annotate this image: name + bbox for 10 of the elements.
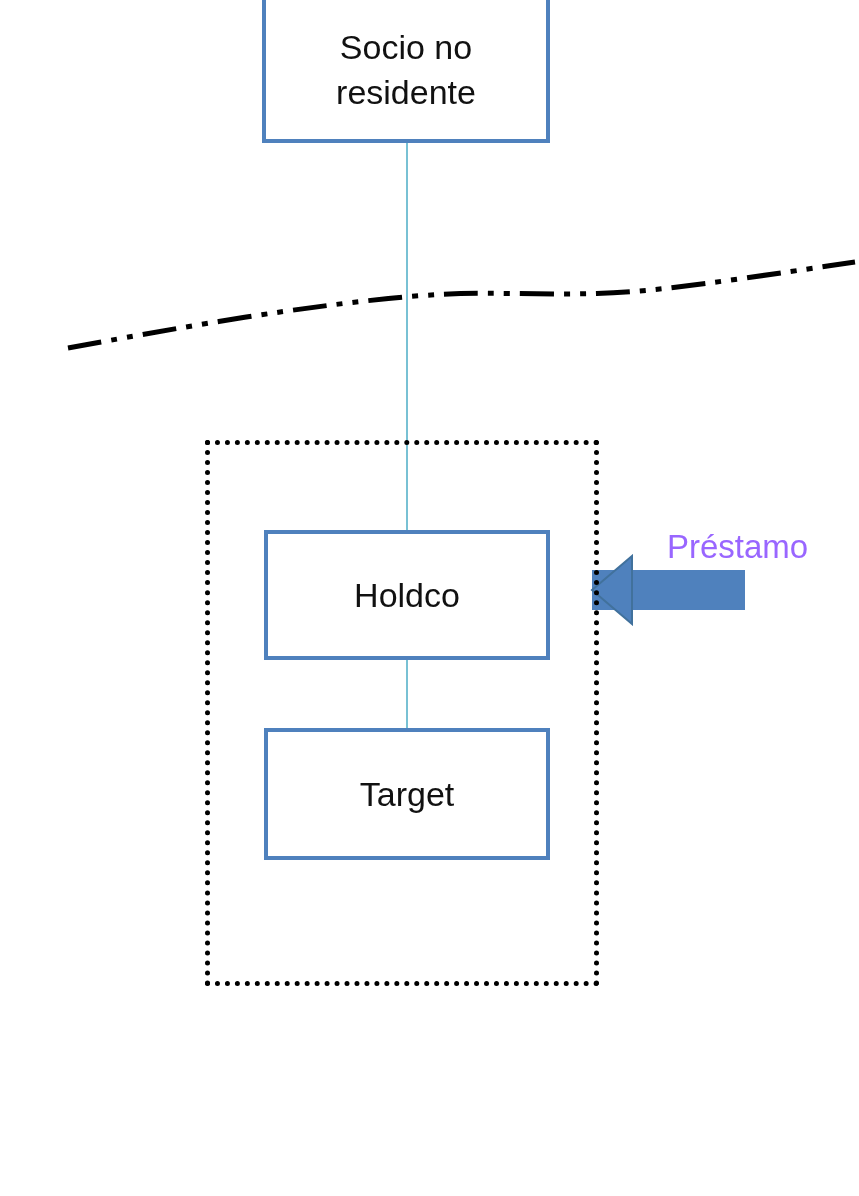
connector-line <box>406 142 408 531</box>
entity-box <box>262 0 550 143</box>
entity-name: Target <box>358 773 456 815</box>
entity-name: Socio no residente <box>335 27 477 113</box>
entity-box <box>264 728 550 860</box>
group-boundary-box <box>205 440 599 986</box>
entity-box <box>264 530 550 660</box>
entity-name: Holdco <box>353 574 461 616</box>
block-arrow <box>591 555 745 625</box>
connector-line <box>406 659 408 729</box>
